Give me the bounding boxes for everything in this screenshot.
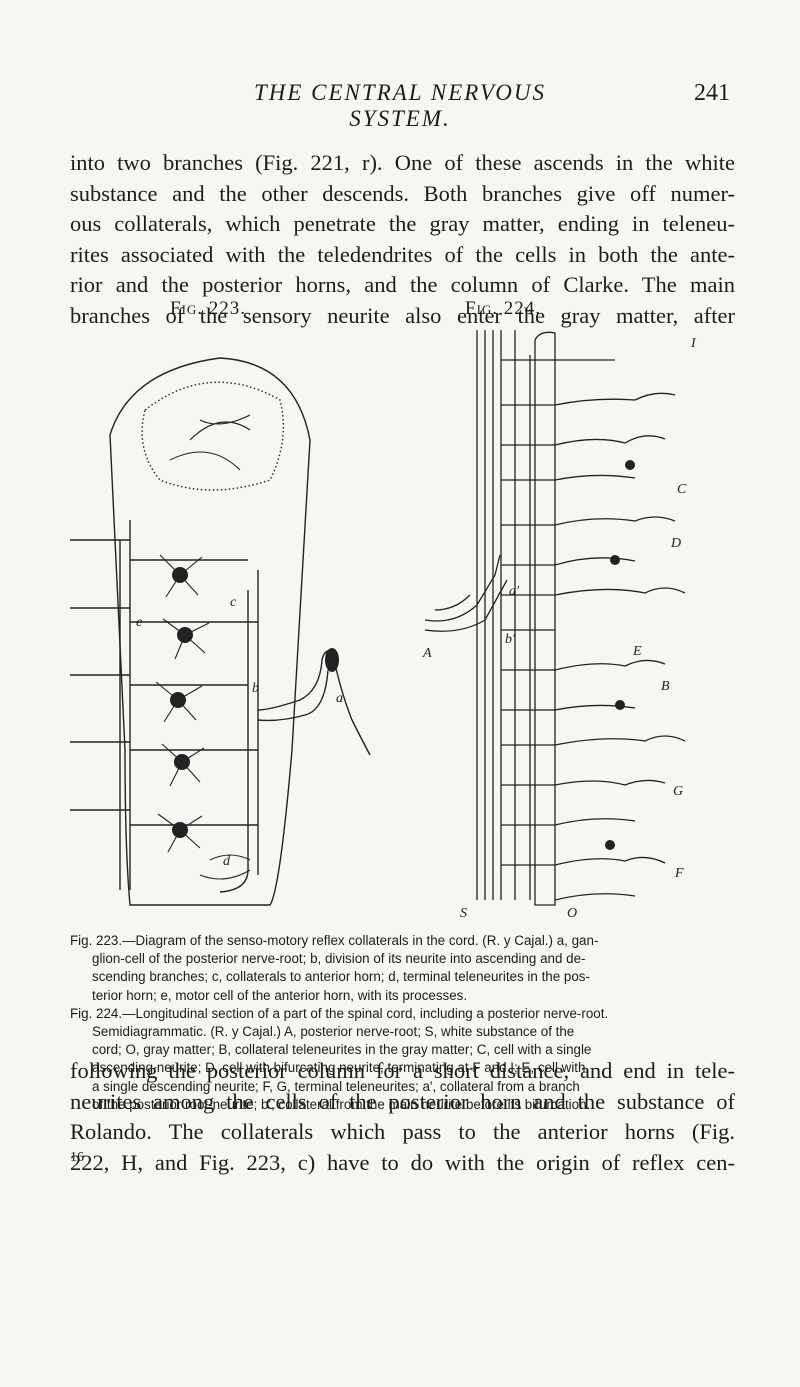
fig224-letter-f: F — [674, 866, 684, 881]
text-line: substance and the other descends. Both b… — [70, 180, 735, 206]
fig224-letter-o: O — [567, 906, 577, 921]
fig224-illustration: I C D a' A b' E B G F S O — [422, 330, 697, 921]
fig224-letter-s: S — [460, 906, 467, 921]
caption-line: ascending neurite; D, cell with bifurcat… — [92, 1060, 586, 1076]
caption-line: Fig. 224.—Longitudinal section of a part… — [70, 1005, 609, 1021]
caption-line: scending branches; c, collaterals to ant… — [92, 969, 590, 985]
fig223-label: Fig. 223. — [170, 298, 247, 319]
text-line: ous collaterals, which penetrate the gra… — [70, 211, 735, 236]
text-line: into two branches (Fig. 221, r). One of … — [70, 150, 735, 175]
caption-line: Fig. 223.—Diagram of the senso-motory re… — [70, 933, 599, 948]
caption-line: terior horn; e, motor cell of the anteri… — [92, 987, 468, 1003]
text-line: 222, H, and Fig. 223, c) have to do with… — [70, 1149, 735, 1175]
fig223-letter-d: d — [223, 854, 231, 869]
fig224-letter-a-prime: a' — [509, 584, 520, 599]
caption-line: glion-cell of the posterior nerve-root; … — [92, 951, 586, 967]
fig223-letter-c: c — [230, 595, 237, 610]
fig224-letter-e: E — [632, 644, 642, 659]
body-text-top: into two branches (Fig. 221, r). One of … — [70, 148, 735, 331]
fig224-letter-b-prime: b' — [505, 632, 516, 647]
page-header: THE CENTRAL NERVOUS SYSTEM. 241 — [70, 80, 730, 131]
fig224-label: Fig. 224. — [465, 298, 542, 319]
fig224-letter-i: I — [690, 336, 697, 351]
fig223-letter-a: a — [336, 691, 343, 706]
fig224-letter-g: G — [673, 784, 683, 799]
figure-captions: Fig. 223.—Diagram of the senso-motory re… — [70, 932, 735, 1114]
text-line: rites associated with the teledendrites … — [70, 241, 735, 267]
text-line: neurites among the cells of the posterio… — [70, 1088, 735, 1114]
text-line: branches of the sensory neurite also ent… — [70, 302, 735, 328]
fig223-illustration: a b c d e — [70, 357, 371, 906]
signature-mark: 16 — [70, 1150, 84, 1165]
caption-line: a single descending neurite; F, G, termi… — [92, 1078, 580, 1094]
running-head: THE CENTRAL NERVOUS SYSTEM. — [253, 80, 547, 131]
text-line: rior and the posterior horns, and the co… — [70, 272, 735, 297]
fig224-letter-d: D — [670, 536, 681, 551]
body-text-bottom: following the posterior column for a sho… — [70, 1056, 735, 1178]
caption-line: cord; O, gray matter; B, collateral tele… — [92, 1042, 592, 1058]
page-number: 241 — [694, 80, 730, 106]
fig224-letter-b: B — [661, 679, 670, 694]
caption-line: Semidiagrammatic. (R. y Cajal.) A, poste… — [92, 1024, 575, 1040]
text-line: Rolando. The collaterals which pass to t… — [70, 1119, 735, 1144]
text-line: following the posterior column for a sho… — [70, 1058, 735, 1083]
fig224-letter-a: A — [422, 646, 432, 661]
caption-line: of the posterior root-neurite; b', colla… — [92, 1096, 591, 1112]
fig223-letter-b: b — [252, 681, 259, 696]
fig224-letter-c: C — [677, 482, 687, 497]
fig223-letter-e: e — [136, 615, 142, 630]
